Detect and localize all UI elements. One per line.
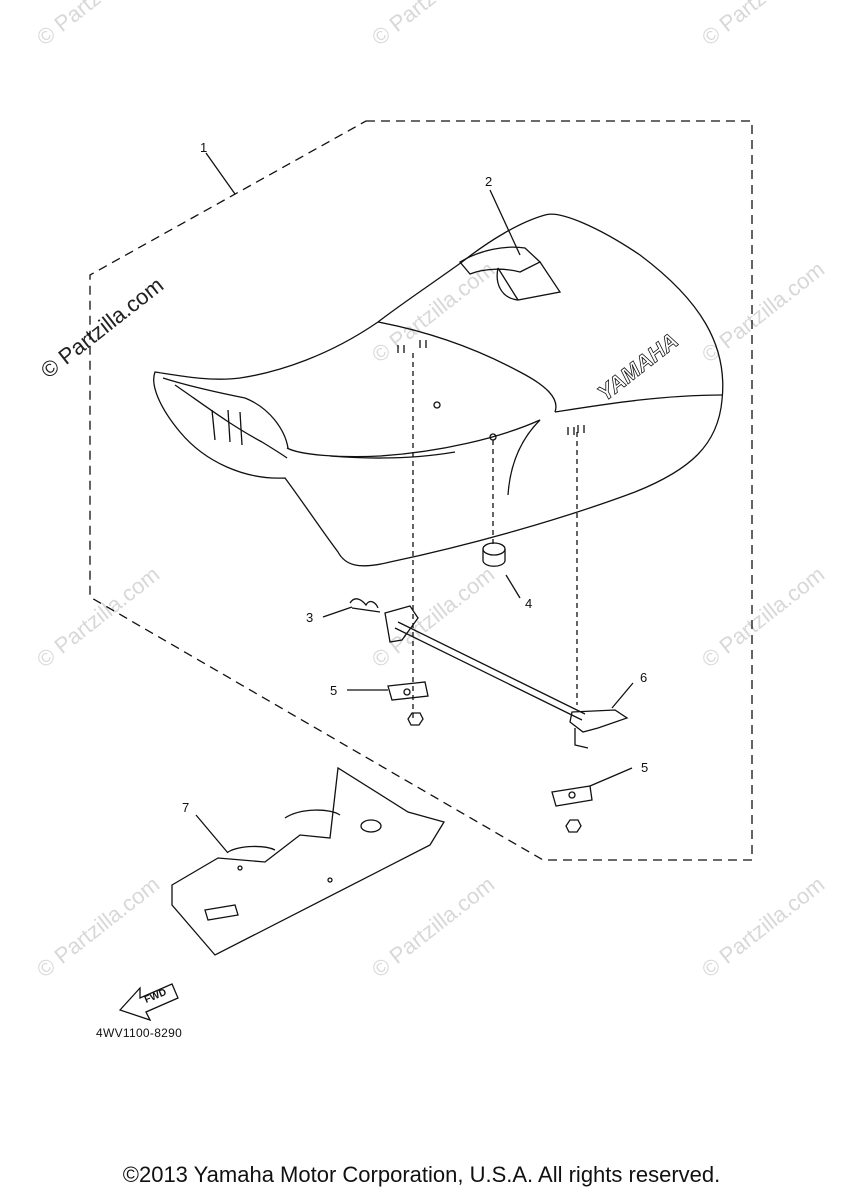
callout-5: 5 bbox=[330, 683, 337, 698]
spring-part-3 bbox=[349, 598, 381, 613]
plate-part-7 bbox=[171, 766, 446, 956]
callout-7: 7 bbox=[182, 800, 189, 815]
callout-1: 1 bbox=[200, 140, 207, 155]
callout-4: 4 bbox=[525, 596, 532, 611]
callout-2: 2 bbox=[485, 174, 492, 189]
callout-6: 6 bbox=[640, 670, 647, 685]
fwd-label: FWD bbox=[143, 987, 168, 1006]
copyright-notice: ©2013 Yamaha Motor Corporation, U.S.A. A… bbox=[122, 1162, 721, 1187]
assembly-boundary bbox=[89, 120, 753, 861]
damper-part-4 bbox=[482, 542, 506, 567]
diagram-code: 4WV1100-8290 bbox=[96, 1026, 183, 1040]
callout-5: 5 bbox=[641, 760, 648, 775]
seat-brand-text: YAMAHA bbox=[593, 328, 683, 406]
bracket-part-5 bbox=[551, 785, 593, 833]
seat bbox=[153, 213, 724, 567]
callout-3: 3 bbox=[306, 610, 313, 625]
bracket-part-5 bbox=[387, 681, 429, 726]
seat-lock-part-6 bbox=[384, 605, 629, 749]
fwd-arrow-icon bbox=[118, 983, 179, 1022]
